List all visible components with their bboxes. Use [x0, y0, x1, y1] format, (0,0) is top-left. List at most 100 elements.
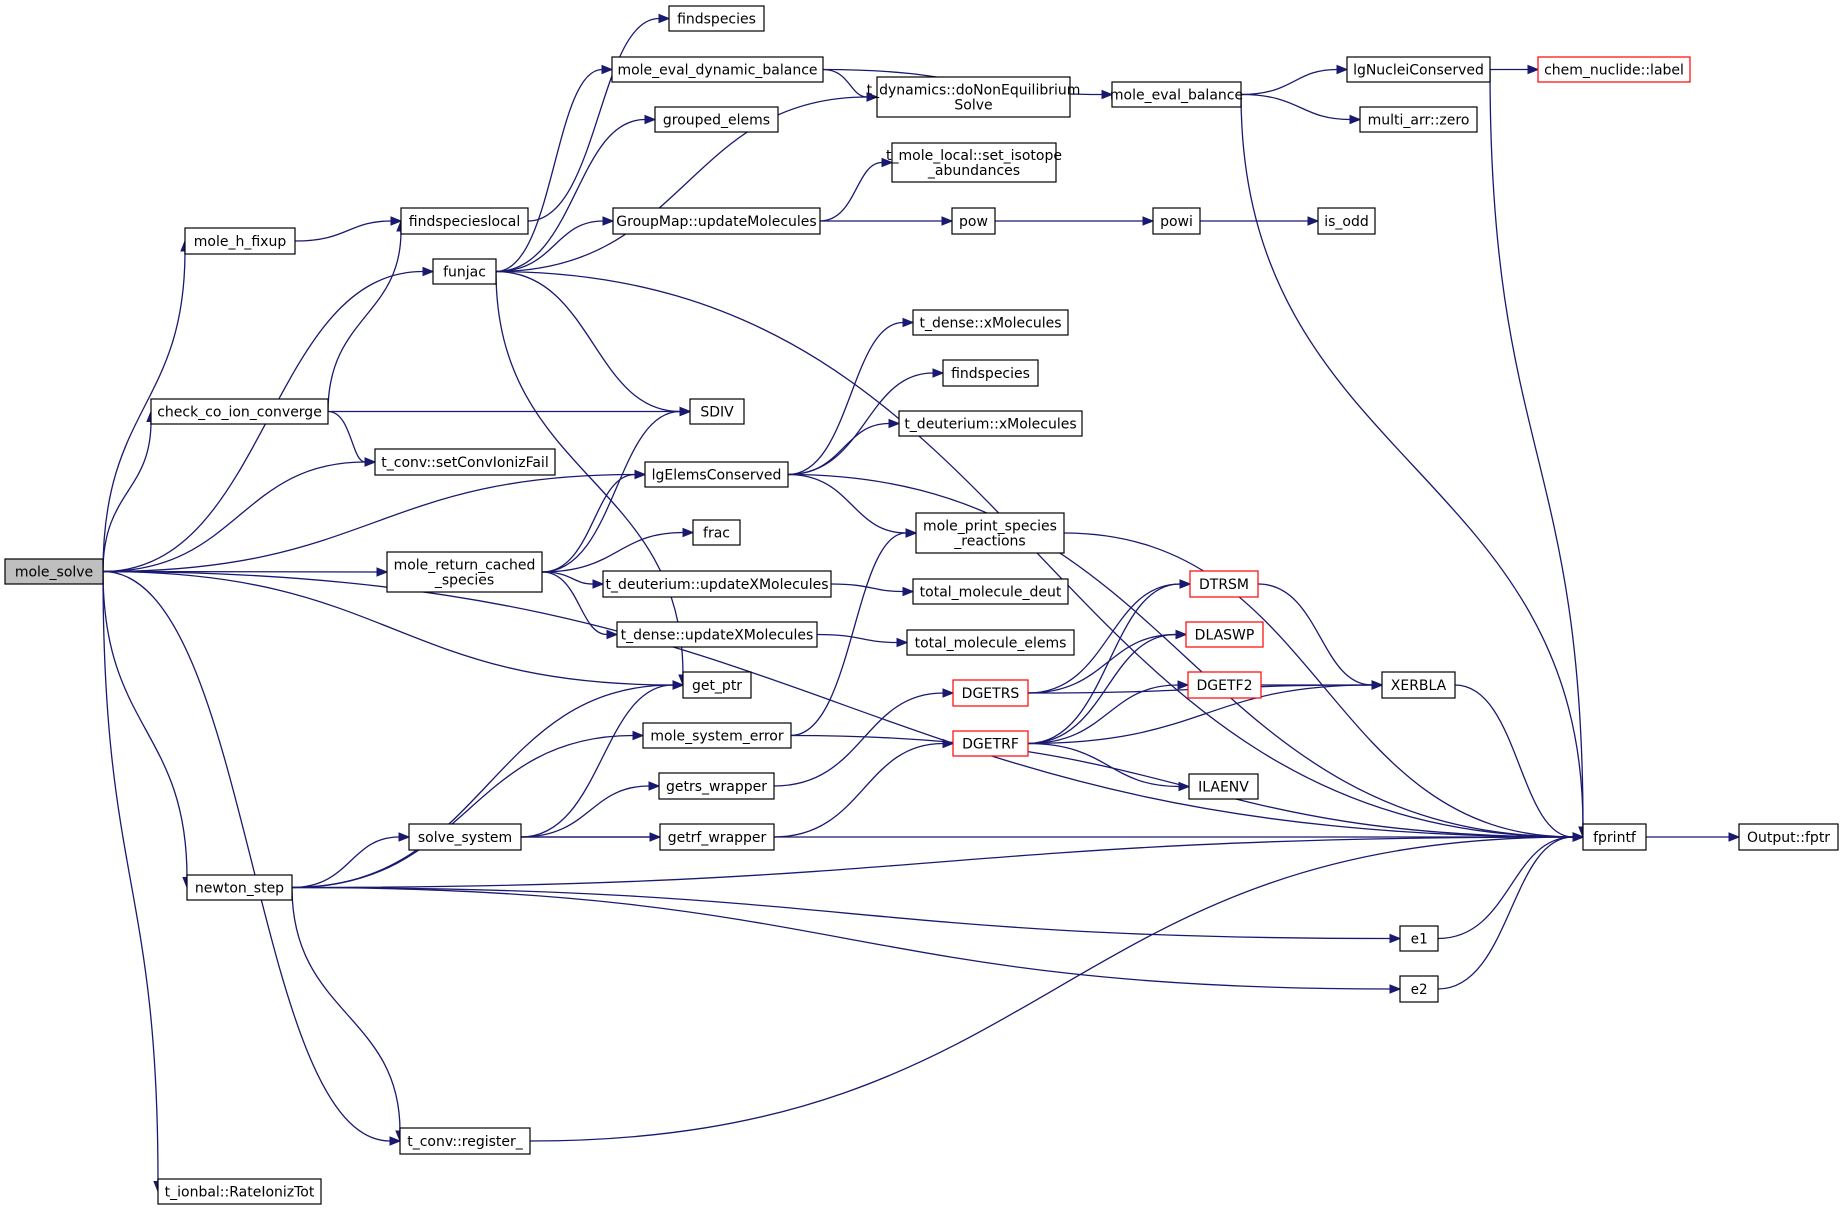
edge-line — [1027, 684, 1373, 745]
node-box — [400, 207, 529, 235]
node-e2[interactable]: e2 — [1399, 975, 1439, 1003]
node-t-ionbal-rateioniztot[interactable]: t_ionbal::RateIonizTot — [157, 1178, 322, 1205]
node-box — [876, 76, 1071, 118]
node-t-conv-register[interactable]: t_conv::register_ — [399, 1127, 531, 1155]
arrowhead — [881, 157, 894, 168]
node-findspecieslocal[interactable]: findspecieslocal — [400, 207, 529, 235]
node-total-molecule-elems[interactable]: total_molecule_elems — [906, 629, 1075, 656]
edge-mole-eval-dynamic-balance-to-t-dynamics-dononeq — [822, 68, 879, 102]
node-t-dense-xmolecules[interactable]: t_dense::xMolecules — [912, 309, 1069, 336]
node-mole-solve[interactable]: mole_solve — [4, 558, 104, 585]
edge-check-co-ion-converge-to-t-conv-setconvionizfail — [327, 410, 377, 467]
node-label: ILAENV — [1198, 780, 1249, 796]
edge-line — [291, 887, 401, 1132]
node-mole-print-species-reactions[interactable]: mole_print_species_reactions — [915, 512, 1065, 554]
node-xerbla[interactable]: XERBLA — [1381, 671, 1456, 699]
arrowhead — [672, 680, 685, 690]
edge-t-deuterium-updatexmolecules-to-total-molecule-deut — [830, 583, 915, 597]
node-solve-system[interactable]: solve_system — [408, 823, 522, 851]
node-dgetf2[interactable]: DGETF2 — [1187, 671, 1262, 699]
edge-mole-return-cached-species-to-sdiv — [541, 406, 692, 573]
node-lgelemsconserved[interactable]: lgElemsConserved — [644, 461, 789, 488]
edge-line — [294, 220, 392, 242]
node-getrs-wrapper[interactable]: getrs_wrapper — [658, 772, 775, 800]
node-label: chem_nuclide::label — [1544, 63, 1684, 79]
node-mole-h-fixup[interactable]: mole_h_fixup — [184, 227, 296, 255]
node-findspecies-a[interactable]: findspecies — [668, 5, 765, 32]
node-funjac[interactable]: funjac — [432, 258, 497, 285]
edge-getrs-wrapper-to-dgetrs — [773, 688, 955, 787]
edge-mole-eval-balance-to-lgnucleiconserved — [1240, 64, 1349, 96]
node-dgetrs[interactable]: DGETRS — [952, 679, 1029, 707]
node-t-dense-updatexmolecules[interactable]: t_dense::updateXMolecules — [616, 621, 818, 648]
node-t-deuterium-updatexmolecules[interactable]: t_deuterium::updateXMolecules — [602, 570, 832, 598]
node-box — [1399, 975, 1439, 1003]
edge-line — [1437, 836, 1574, 990]
node-powi[interactable]: powi — [1152, 207, 1201, 235]
node-box — [1152, 207, 1201, 235]
node-groupmap-updatemolecules[interactable]: GroupMap::updateMolecules — [612, 207, 821, 235]
edge-line — [787, 473, 1574, 838]
node-label: DGETF2 — [1197, 678, 1253, 694]
node-sdiv[interactable]: SDIV — [689, 398, 745, 425]
node-box — [1111, 81, 1242, 108]
node-is-odd[interactable]: is_odd — [1317, 207, 1376, 235]
node-frac[interactable]: frac — [692, 519, 741, 546]
edge-line — [495, 96, 868, 273]
node-label: DLASWP — [1195, 628, 1255, 644]
node-box — [1537, 56, 1691, 83]
node-mole-eval-balance[interactable]: mole_eval_balance — [1110, 81, 1243, 108]
node-dgetrf[interactable]: DGETRF — [952, 730, 1029, 757]
edge-line — [822, 68, 868, 98]
node-t-mole-local-set-isotope[interactable]: t_mole_local::set_isotope_abundances — [886, 142, 1062, 183]
edge-check-co-ion-converge-to-sdiv — [327, 406, 692, 417]
node-box — [184, 227, 296, 255]
edge-line — [787, 473, 907, 534]
node-output-fptr[interactable]: Output::fptr — [1738, 823, 1839, 851]
node-dlaswp[interactable]: DLASWP — [1185, 621, 1264, 648]
edge-line — [830, 583, 904, 593]
edge-mole-solve-to-t-conv-register — [102, 570, 402, 1146]
arrowhead — [390, 216, 403, 226]
node-t-conv-setconvionizfail[interactable]: t_conv::setConvIonizFail — [374, 448, 556, 476]
node-box — [602, 570, 832, 598]
node-newton-step[interactable]: newton_step — [186, 874, 293, 901]
edge-mole-system-error-to-mole-print-species-reactions — [790, 528, 918, 737]
edge-line — [790, 532, 907, 737]
node-get-ptr[interactable]: get_ptr — [682, 671, 752, 699]
edge-mole-system-error-to-fprintf — [790, 734, 1585, 842]
node-lgnucleiconserved[interactable]: lgNucleiConserved — [1346, 56, 1491, 83]
node-mole-eval-dynamic-balance[interactable]: mole_eval_dynamic_balance — [611, 56, 824, 83]
node-fprintf[interactable]: fprintf — [1582, 823, 1647, 851]
node-total-molecule-deut[interactable]: total_molecule_deut — [912, 578, 1069, 605]
node-check-co-ion-converge[interactable]: check_co_ion_converge — [150, 398, 329, 425]
node-label: check_co_ion_converge — [157, 405, 322, 421]
node-box — [942, 359, 1039, 387]
node-multi-arr-zero[interactable]: multi_arr::zero — [1359, 106, 1478, 133]
node-getrf-wrapper[interactable]: getrf_wrapper — [659, 823, 775, 851]
node-findspecies-b[interactable]: findspecies — [942, 359, 1039, 387]
arrowhead — [1389, 984, 1402, 994]
node-mole-return-cached-species[interactable]: mole_return_cached_species — [386, 551, 543, 593]
node-label: t_mole_local::set_isotope — [886, 148, 1062, 164]
edge-line — [1027, 583, 1181, 745]
node-label: _reactions — [953, 534, 1025, 550]
node-box — [952, 730, 1029, 757]
edge-line — [787, 422, 890, 476]
edge-newton-step-to-solve-system — [291, 832, 411, 889]
edge-line — [327, 230, 402, 412]
node-t-deuterium-xmolecules[interactable]: t_deuterium::xMolecules — [898, 410, 1083, 437]
node-ilaenv[interactable]: ILAENV — [1188, 773, 1259, 800]
edge-line — [520, 684, 674, 838]
edge-funjac-to-mole-eval-dynamic-balance — [495, 64, 614, 273]
node-pow[interactable]: pow — [951, 207, 996, 235]
node-grouped-elems[interactable]: grouped_elems — [654, 106, 779, 133]
node-chem-nuclide-label[interactable]: chem_nuclide::label — [1537, 56, 1691, 83]
arrowhead — [896, 637, 909, 648]
node-label: fprintf — [1593, 830, 1637, 846]
node-dtrsm[interactable]: DTRSM — [1189, 570, 1259, 598]
node-mole-system-error[interactable]: mole_system_error — [642, 722, 792, 749]
node-label: mole_h_fixup — [194, 234, 287, 250]
node-e1[interactable]: e1 — [1399, 925, 1439, 952]
